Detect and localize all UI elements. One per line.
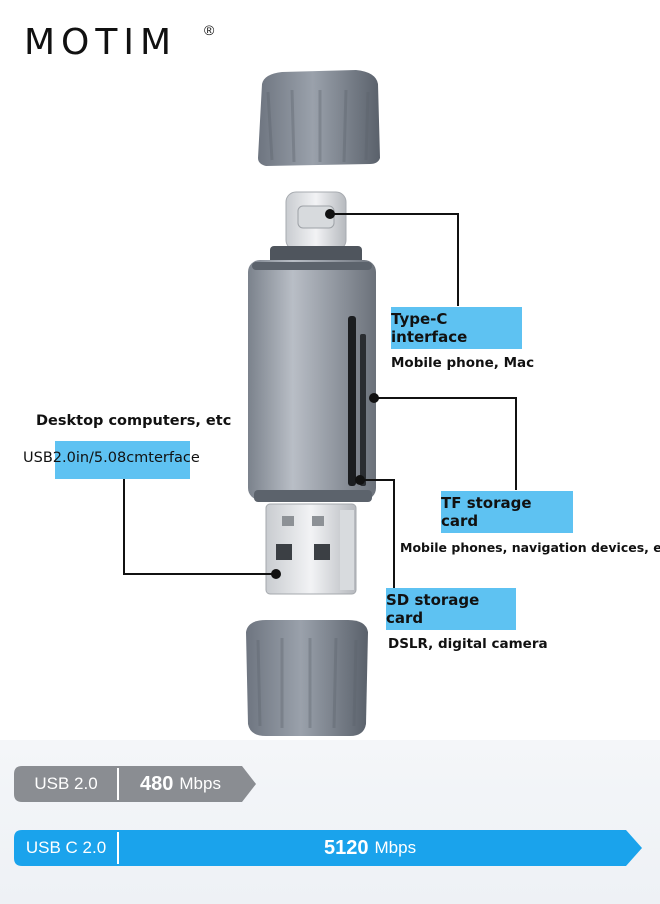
speed-bar-usb2-label: USB 2.0 [34,774,98,793]
tf-callout-label: TF storage card [441,491,573,533]
tf-callout-sub: Mobile phones, navigation devices, etc [400,540,660,555]
reader-body [248,260,376,502]
sd-callout-label: SD storage card [386,588,516,630]
top-cap [258,70,380,166]
type-c-callout-label: Type-C interface [391,307,522,349]
speed-bar-usb2-shape [14,766,256,802]
speed-usb2-unit: Mbps [179,774,221,793]
callout-lines [123,213,517,588]
type-c-connector [270,191,362,266]
speed-bar-usbc-label: USB C 2.0 [25,838,107,857]
speed-usbc-unit: Mbps [374,838,417,857]
speed-bar-usbc-shape [14,830,642,866]
brand-logo: MOTIM [24,22,178,63]
type-c-callout-sub: Mobile phone, Mac [391,355,535,371]
speed-bar-usbc-value: 5120 Mbps [324,830,416,866]
speed-bar-usb2-value: 480 Mbps [140,766,221,802]
callout-dots [271,209,379,579]
bottom-cap [246,620,368,736]
usb-callout-highlight [55,441,190,479]
usb-callout-line: USB2.0in/5.08cmterface [23,450,200,466]
registered-mark: ® [204,22,215,38]
usb-callout-title: Desktop computers, etc [36,413,232,429]
bottom-background [0,740,660,904]
speed-usb2-number: 480 [140,772,174,795]
speed-usbc-number: 5120 [324,836,369,859]
sd-callout-sub: DSLR, digital camera [388,636,548,652]
usb-a-connector [265,503,357,595]
card-reader-illustration [123,70,517,736]
